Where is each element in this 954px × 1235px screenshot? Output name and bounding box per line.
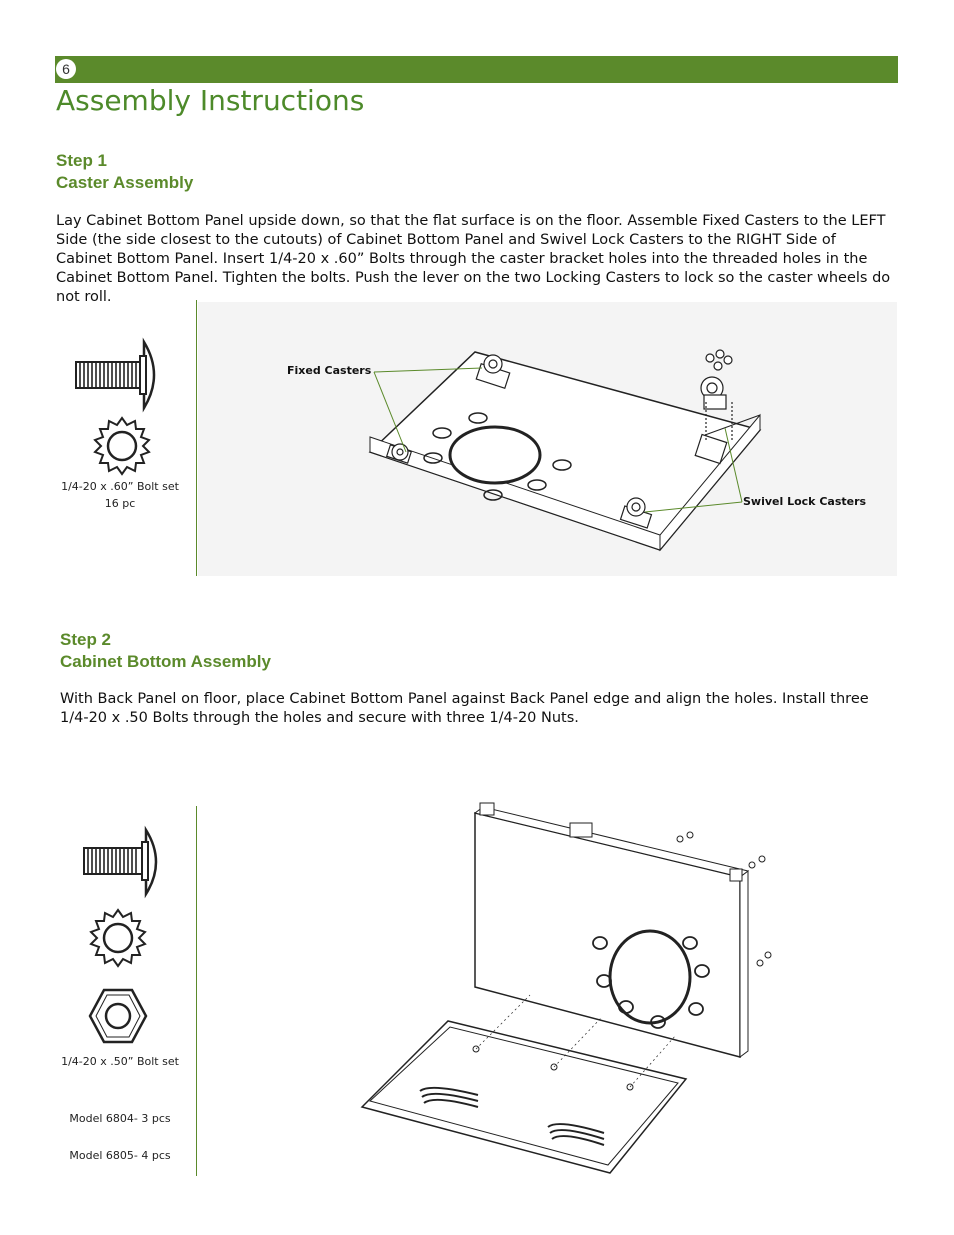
step1-instructions: Lay Cabinet Bottom Panel upside down, so… xyxy=(56,213,891,305)
bolt-icon xyxy=(75,337,156,413)
bolt-icon-step2 xyxy=(83,825,158,899)
fixed-casters-callout: Fixed Casters xyxy=(287,364,372,377)
step2-instructions: With Back Panel on floor, place Cabinet … xyxy=(60,691,869,726)
step1-hardware-caption-line1: 1/4-20 x .60” Bolt set xyxy=(61,480,179,493)
swivel-lock-casters-callout: Swivel Lock Casters xyxy=(743,495,867,508)
swivel-caster-front xyxy=(619,497,653,529)
hex-nut-icon xyxy=(88,988,148,1044)
step1-heading: Step 1 Caster Assembly xyxy=(56,150,193,194)
step1-label: Step 1 xyxy=(56,151,108,170)
step2-heading: Step 2 Cabinet Bottom Assembly xyxy=(60,629,271,673)
step1-hardware-caption-line2: 16 pc xyxy=(104,497,136,510)
cabinet-bottom-assembly-illustration xyxy=(360,802,772,1174)
lock-washer-icon-step2 xyxy=(89,908,147,968)
step1-hardware-caption: 1/4-20 x .60” Bolt set 16 pc xyxy=(50,480,190,510)
step2-label: Step 2 xyxy=(60,630,112,649)
model-6804-quantity: Model 6804- 3 pcs xyxy=(69,1112,171,1125)
page-title: Assembly Instructions xyxy=(56,84,365,117)
step1-title: Caster Assembly xyxy=(56,173,194,192)
callout-leader-lines xyxy=(373,367,743,513)
fixed-caster-rear xyxy=(475,354,511,389)
header-bar xyxy=(55,56,898,83)
step1-divider xyxy=(196,300,197,576)
swivel-caster-rear-exploded xyxy=(694,349,733,465)
step2-divider xyxy=(196,806,197,1176)
step2-title: Cabinet Bottom Assembly xyxy=(60,652,271,671)
page-number: 6 xyxy=(56,59,76,79)
caster-assembly-illustration xyxy=(368,349,762,552)
model-6805-quantity: Model 6805- 4 pcs xyxy=(69,1149,171,1162)
lock-washer-icon xyxy=(93,416,151,476)
step2-hardware-caption: 1/4-20 x .50” Bolt set xyxy=(61,1055,179,1068)
